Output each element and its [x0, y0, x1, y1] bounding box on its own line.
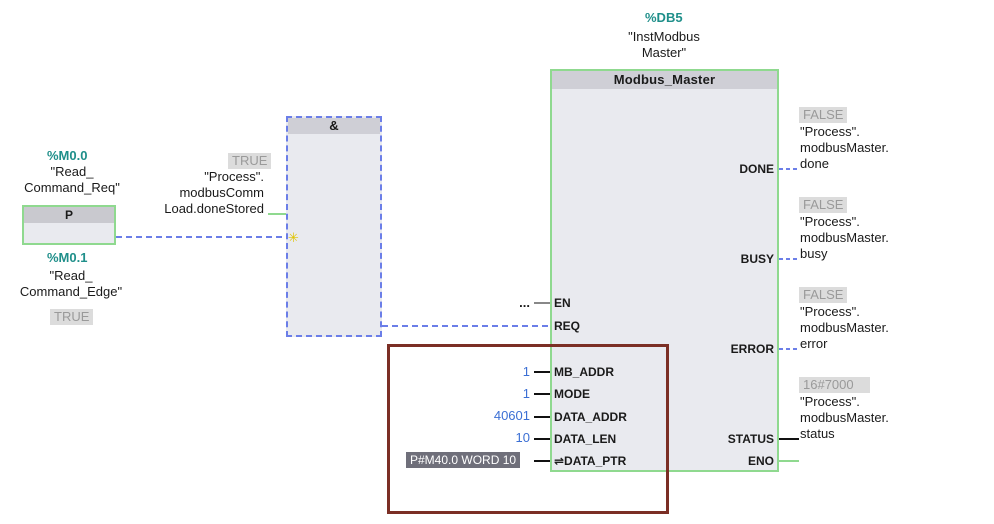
and-input-name: "Process". modbusComm Load.doneStored	[164, 169, 264, 216]
busy-tag-name[interactable]: "Process". modbusMaster. busy	[800, 214, 889, 261]
edge-top-name: "Read_ Command_Req"	[24, 164, 120, 195]
highlight-frame	[387, 344, 669, 514]
status-value: 16#7000	[799, 377, 870, 393]
error-value: FALSE	[799, 287, 848, 303]
done-tag-name[interactable]: "Process". modbusMaster. done	[800, 124, 889, 171]
instance-db-address: %DB5	[645, 10, 683, 25]
pin-data-len[interactable]: DATA_LEN	[554, 432, 617, 446]
data-len-value[interactable]: 10	[515, 430, 530, 445]
modbus-master-block[interactable]: Modbus_Master	[550, 69, 779, 472]
status-tag-name[interactable]: "Process". modbusMaster. status	[800, 394, 889, 441]
mode-value[interactable]: 1	[522, 386, 530, 401]
pin-data-ptr[interactable]: ⇌DATA_PTR	[554, 454, 627, 468]
modbus-master-title: Modbus_Master	[552, 71, 777, 89]
busy-value: FALSE	[799, 197, 848, 213]
edge-top-address: %M0.0	[47, 148, 88, 163]
and-input-value: TRUE	[228, 153, 272, 169]
edge-bottom-address: %M0.1	[47, 250, 88, 265]
and-block[interactable]: &	[286, 116, 382, 337]
edge-bottom-value: TRUE	[50, 309, 94, 325]
edge-contact-p[interactable]: P	[22, 205, 116, 245]
pin-done[interactable]: DONE	[739, 162, 774, 176]
done-value: FALSE	[799, 107, 848, 123]
pin-mode[interactable]: MODE	[554, 387, 590, 401]
connection-point-icon: ✳	[288, 230, 299, 245]
pin-status[interactable]: STATUS	[727, 432, 774, 446]
error-tag-name[interactable]: "Process". modbusMaster. error	[800, 304, 889, 351]
pin-mb-addr[interactable]: MB_ADDR	[554, 365, 614, 379]
and-block-header: &	[288, 118, 380, 134]
mb-addr-value[interactable]: 1	[522, 364, 530, 379]
pin-error[interactable]: ERROR	[730, 342, 774, 356]
en-value[interactable]: ...	[519, 295, 530, 310]
pin-busy[interactable]: BUSY	[740, 252, 774, 266]
pin-en[interactable]: EN	[554, 296, 571, 310]
data-ptr-value[interactable]: P#M40.0 WORD 10	[406, 452, 521, 468]
edge-bottom-name: "Read_ Command_Edge"	[19, 268, 123, 299]
pin-eno[interactable]: ENO	[747, 454, 774, 468]
pin-req[interactable]: REQ	[554, 319, 581, 333]
pin-data-addr[interactable]: DATA_ADDR	[554, 410, 627, 424]
instance-db-name: "InstModbus Master"	[628, 29, 700, 60]
data-addr-value[interactable]: 40601	[493, 408, 530, 423]
edge-contact-header: P	[24, 207, 114, 223]
